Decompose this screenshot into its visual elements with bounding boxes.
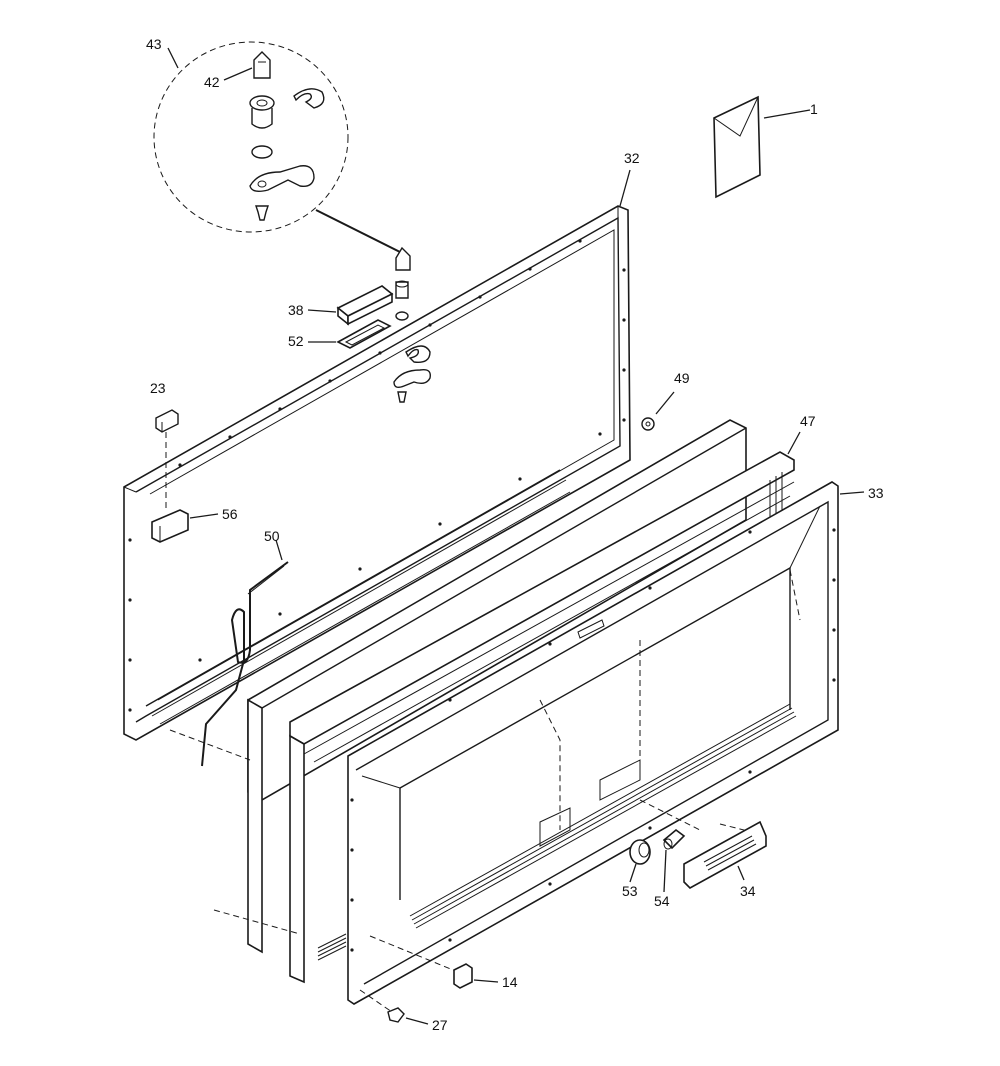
part-56-bracket	[151, 509, 219, 543]
part-52-handle-gasket	[308, 319, 392, 349]
part-23-latch	[155, 409, 179, 510]
part-43-hinge-kit-detail	[153, 41, 349, 233]
part-1-literature-packet	[713, 95, 811, 199]
callout-43: 43	[146, 36, 162, 52]
liner-holes	[350, 528, 836, 952]
projection-lines	[169, 729, 753, 1013]
part-54-shaft	[662, 828, 686, 893]
part-38-handle	[307, 285, 394, 326]
callout-50: 50	[264, 528, 280, 544]
callout-38: 38	[288, 302, 304, 318]
part-27-screw	[387, 1007, 429, 1025]
callout-49: 49	[674, 370, 690, 386]
lower-left-grille	[317, 933, 347, 961]
callout-56: 56	[222, 506, 238, 522]
callout-42: 42	[204, 74, 220, 90]
callout-47: 47	[800, 413, 816, 429]
part-34-vent-grille	[683, 820, 767, 889]
hinge-assembly-parts	[393, 246, 431, 403]
callout-33: 33	[868, 485, 884, 501]
frame-holes	[128, 239, 626, 712]
callout-23: 23	[150, 380, 166, 396]
callout-27: 27	[432, 1017, 448, 1033]
grille-slots	[703, 835, 757, 871]
part-50-wire-tube	[201, 539, 289, 767]
callout-1: 1	[810, 101, 818, 117]
part-14-clip	[453, 963, 499, 989]
callout-labels: 1 14 23 27 32 33 34 38 42 43 47 49 50 52…	[146, 36, 884, 1033]
callout-54: 54	[654, 893, 670, 909]
detail-pointer-line	[315, 209, 401, 253]
callout-14: 14	[502, 974, 518, 990]
callout-32: 32	[624, 150, 640, 166]
part-47-liner-trim	[289, 431, 801, 984]
callout-53: 53	[622, 883, 638, 899]
part-53-knob	[629, 839, 651, 883]
callout-52: 52	[288, 333, 304, 349]
liner-vent-rows	[409, 703, 797, 929]
part-49-stop	[641, 391, 675, 431]
part-33-inner-liner	[317, 481, 865, 1005]
callout-34: 34	[740, 883, 756, 899]
